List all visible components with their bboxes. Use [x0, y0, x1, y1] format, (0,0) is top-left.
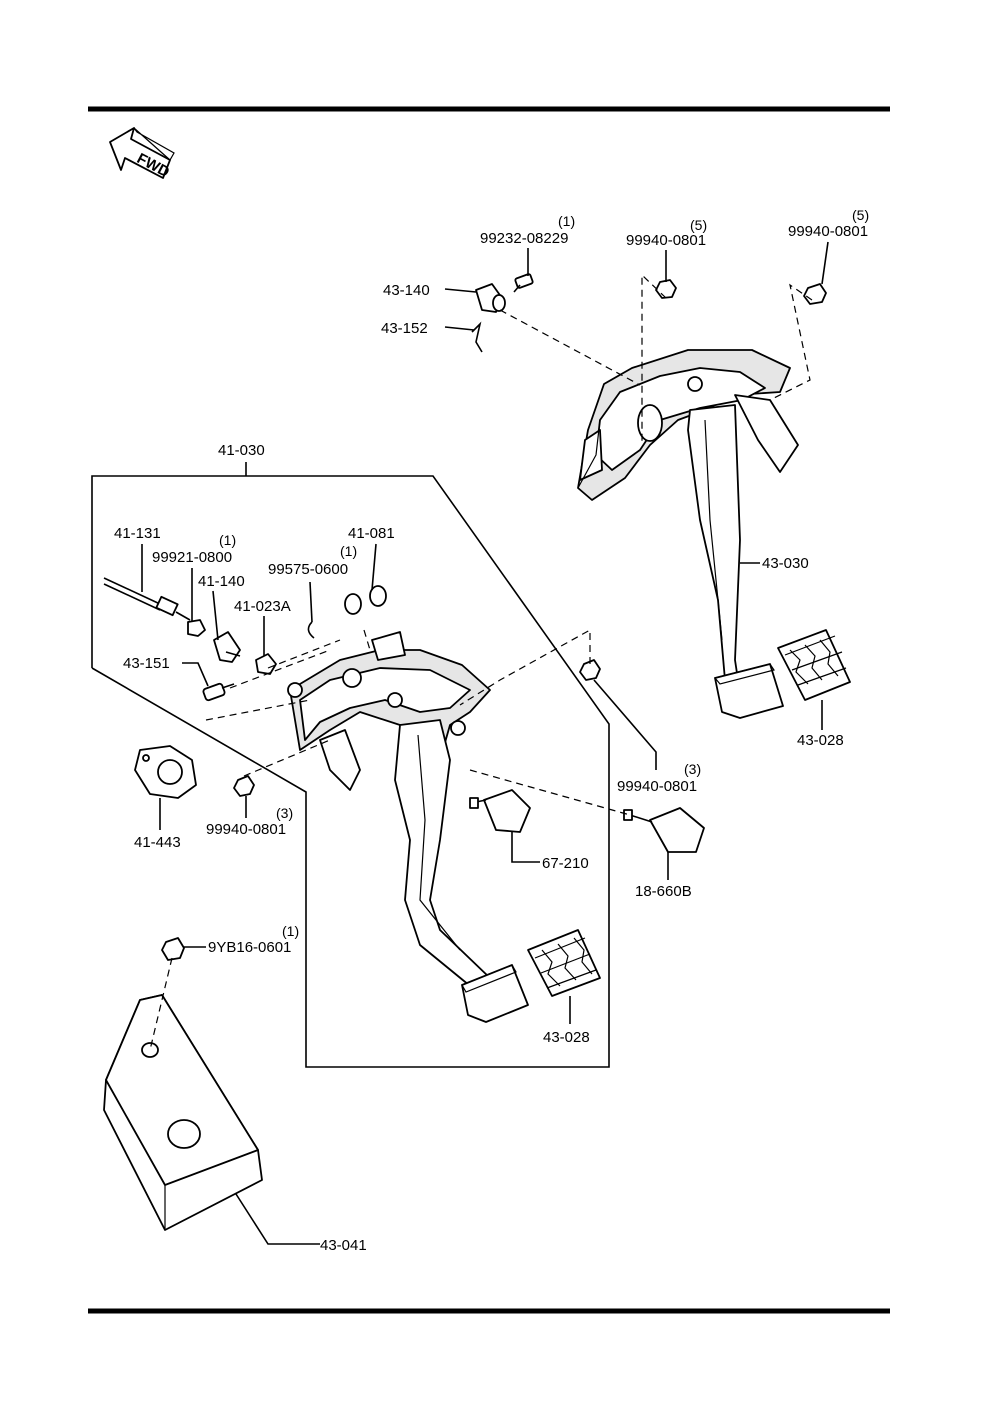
callout-41-030: 41-030 — [218, 442, 265, 459]
callout-41-081: 41-081 — [348, 525, 395, 542]
spring-41-081 — [344, 585, 387, 615]
clip-43-152 — [471, 321, 483, 353]
fwd-arrow-icon: FWD — [109, 127, 175, 181]
callout-99940-0801-c: 99940-0801 — [617, 778, 697, 795]
callout-43-041: 43-041 — [320, 1237, 367, 1254]
switch-18-660B — [623, 807, 705, 853]
qty-99940-0801-c: (3) — [684, 761, 701, 777]
qty-99921-0800: (1) — [219, 532, 236, 548]
nut-99940-0801-d — [579, 659, 601, 681]
brake-pedal-bracket — [577, 349, 799, 501]
nut-99940-0801-a — [655, 279, 677, 299]
callout-99940-0801-b: 99940-0801 — [788, 223, 868, 240]
callout-41-131: 41-131 — [114, 525, 161, 542]
callout-43-028-lower: 43-028 — [543, 1029, 590, 1046]
qty-99940-0801-a: (5) — [690, 217, 707, 233]
qty-99232-08229: (1) — [558, 213, 575, 229]
qty-99575-0600: (1) — [340, 543, 357, 559]
nut-9YB16-0601 — [161, 937, 185, 961]
clutch-pedal-pad-lower — [461, 964, 529, 1023]
clevis-41-140 — [213, 631, 241, 663]
bushing-43-140 — [475, 283, 506, 313]
assembly-outline-41-030 — [91, 475, 610, 1068]
callout-41-140: 41-140 — [198, 573, 245, 590]
callout-43-028-upper: 43-028 — [797, 732, 844, 749]
clutch-pedal-bracket — [287, 631, 491, 791]
callout-18-660B: 18-660B — [635, 883, 692, 900]
callout-43-152: 43-152 — [381, 320, 428, 337]
callout-99940-0801-a: 99940-0801 — [626, 232, 706, 249]
callout-99232-08229: 99232-08229 — [480, 230, 568, 247]
pad-43-041 — [103, 994, 263, 1231]
callout-67-210: 67-210 — [542, 855, 589, 872]
callout-41-443: 41-443 — [134, 834, 181, 851]
clip-99575-0600 — [307, 621, 315, 639]
clutch-pedal-arm — [394, 719, 491, 991]
bushing-41-023A — [255, 653, 277, 675]
callout-43-151: 43-151 — [123, 655, 170, 672]
bolt-99232-08229 — [513, 273, 534, 293]
gasket-41-443 — [134, 745, 197, 799]
callout-43-140: 43-140 — [383, 282, 430, 299]
callout-9YB16-0601: 9YB16-0601 — [208, 939, 291, 956]
brake-pedal-pad-upper — [713, 663, 784, 719]
callout-99940-0801-d: 99940-0801 — [206, 821, 286, 838]
bolt-43-151 — [202, 682, 235, 702]
brake-pedal-arm — [687, 404, 741, 681]
switch-67-210 — [469, 789, 531, 833]
nut-99921-0800 — [187, 619, 206, 637]
nut-99940-0801-c — [233, 775, 255, 797]
callout-41-023A: 41-023A — [234, 598, 291, 615]
callout-99575-0600: 99575-0600 — [268, 561, 348, 578]
qty-99940-0801-b: (5) — [852, 207, 869, 223]
qty-99940-0801-d: (3) — [276, 805, 293, 821]
pedal-pad-rubber-43-028-lower — [527, 929, 601, 997]
push-rod-41-131 — [103, 577, 191, 621]
nut-99940-0801-b — [803, 283, 827, 305]
callout-43-030: 43-030 — [762, 555, 809, 572]
pedal-pad-rubber-43-028-upper — [777, 629, 851, 701]
qty-9YB16-0601: (1) — [282, 923, 299, 939]
callout-99921-0800: 99921-0800 — [152, 549, 232, 566]
